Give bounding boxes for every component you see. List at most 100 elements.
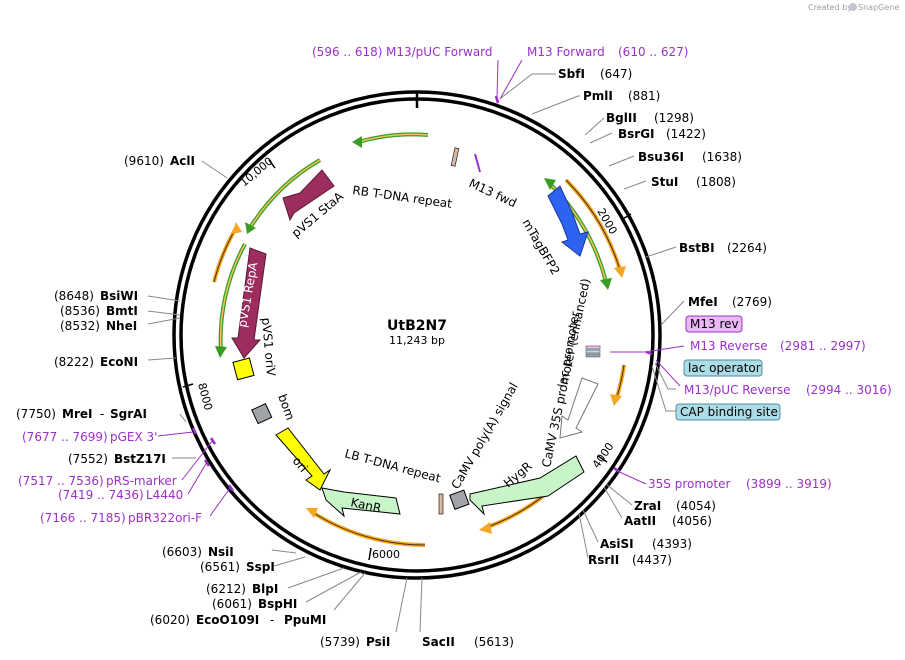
- enzyme-bstz17i: BstZ17I: [114, 452, 166, 466]
- enzyme-asisi: AsiSI: [600, 537, 634, 551]
- primer-m13-reverse: M13 Reverse: [690, 339, 768, 353]
- svg-text:8000: 8000: [195, 381, 215, 411]
- enzyme-zrai: ZraI: [634, 499, 661, 513]
- enzyme-nhei: NheI: [106, 319, 137, 333]
- enzyme-sacii-pos: (5613): [474, 635, 514, 649]
- label-m13fwd: M13 fwd: [467, 176, 519, 210]
- enzyme-bsphi-pos: (6061): [212, 597, 252, 611]
- snapgene-logo-icon: [849, 3, 857, 11]
- enzyme-bglii-pos: (1298): [654, 111, 694, 125]
- label-cap-site: CAP binding site: [680, 405, 778, 419]
- enzyme-bstz17i-pos: (7552): [68, 452, 108, 466]
- enzyme-blpi: BlpI: [252, 582, 278, 596]
- enzyme-aatii: AatII: [624, 514, 656, 528]
- enzyme-acli-pos: (9610): [124, 154, 164, 168]
- feature-ori: [275, 427, 332, 491]
- outer-arrowheads: [215, 136, 626, 534]
- primer-35s: 35S promoter: [648, 477, 730, 491]
- label-kanr: KanR: [349, 495, 382, 515]
- feature-camv35s: [559, 377, 599, 439]
- enzyme-bstbi: BstBI: [679, 241, 715, 255]
- primer-m13puc-fwd-range: (596 .. 618): [312, 45, 382, 59]
- label-lb-repeat: LB T-DNA repeat: [343, 446, 442, 485]
- primer-35s-range: (3899 .. 3919): [746, 477, 832, 491]
- enzyme-bsu36i: Bsu36I: [638, 150, 684, 164]
- primer-l4440-range: (7419 .. 7436): [58, 488, 144, 502]
- enzyme-bsiwi: BsiWI: [100, 289, 138, 303]
- primer-m13-fwd: M13 Forward: [527, 45, 605, 59]
- feature-kanr: [321, 487, 401, 518]
- credit-brand: SnapGene: [858, 3, 899, 12]
- enzyme-rsrii: RsrII: [588, 553, 619, 567]
- enzyme-pmli-pos: (881): [628, 89, 660, 103]
- enzyme-ppumi: PpuMI: [284, 613, 326, 627]
- label-m13-rev: M13 rev: [690, 317, 739, 331]
- primer-m13puc-rev-range: (2994 .. 3016): [806, 383, 892, 397]
- enzyme-meri-pos: (7750): [16, 407, 56, 421]
- feature-pvs1-repa: [231, 247, 267, 359]
- feature-pvs1-oriv: [232, 357, 255, 381]
- box-m13-rev: [685, 315, 743, 333]
- svg-text:6000: 6000: [372, 548, 400, 561]
- feature-camv-polya: [449, 489, 470, 510]
- label-pvs1-oriv: pVS1 oriV: [259, 317, 278, 377]
- primer-pbr-range: (7166 .. 7185): [40, 511, 126, 525]
- enzyme-sspi: SspI: [246, 560, 275, 574]
- label-mtagbfp2: mTagBFP2: [519, 217, 562, 278]
- enzyme-mfei-pos: (2769): [732, 295, 772, 309]
- feature-pvs1-staa: [282, 169, 335, 222]
- enzyme-psti: PsiI: [366, 635, 390, 649]
- feature-rb-repeat: [450, 147, 460, 167]
- plasmid-name: UtB2N7: [387, 318, 447, 334]
- enzyme-acli: AclI: [170, 154, 195, 168]
- plasmid-length: 11,243 bp: [389, 334, 445, 347]
- primer-leaders: [157, 59, 685, 517]
- box-cap-site: [675, 403, 781, 421]
- primer-prs-range: (7517 .. 7536): [18, 474, 104, 488]
- enzyme-sbfi-pos: (647): [600, 67, 632, 81]
- enzyme-pmli: PmlI: [583, 89, 613, 103]
- feature-lb-repeat: [438, 493, 444, 515]
- enzyme-bsrgi-pos: (1422): [666, 127, 706, 141]
- enzyme-mfei: MfeI: [688, 295, 718, 309]
- primer-m13-reverse-range: (2981 .. 2997): [780, 339, 866, 353]
- enzyme-nhei-pos: (8532): [60, 319, 100, 333]
- enzyme-bglii: BglII: [606, 111, 637, 125]
- feature-hygr: [469, 455, 585, 516]
- enzyme-dash-1: -: [270, 613, 274, 627]
- enzyme-dash-2: -: [100, 407, 104, 421]
- enzyme-bsiwi-pos: (8648): [54, 289, 94, 303]
- primer-m13puc-rev: M13/pUC Reverse: [684, 383, 791, 397]
- enzyme-asisi-pos: (4393): [652, 537, 692, 551]
- enzyme-nsii-pos: (6603): [162, 545, 202, 559]
- box-lac-operator: [683, 359, 763, 377]
- enzyme-stui-pos: (1808): [696, 175, 736, 189]
- primer-l4440: L4440: [146, 488, 183, 502]
- feature-bom: [251, 403, 273, 425]
- enzyme-econi-pos: (8222): [54, 355, 94, 369]
- enzyme-ecoo109i: EcoO109I: [196, 613, 259, 627]
- enzyme-econi: EcoNI: [100, 355, 138, 369]
- primer-m13puc-fwd: M13/pUC Forward: [386, 45, 493, 59]
- primer-pgex3-range: (7677 .. 7699): [22, 430, 108, 444]
- feature-lac-stack: [585, 345, 601, 358]
- primer-prs: pRS-marker: [106, 474, 177, 488]
- primer-pbr: pBR322ori-F: [128, 511, 202, 525]
- primer-marks: [191, 95, 653, 492]
- enzyme-ecoo109i-pos: (6020): [150, 613, 190, 627]
- enzyme-bsu36i-pos: (1638): [702, 150, 742, 164]
- enzyme-psti-pos: (5739): [320, 635, 360, 649]
- enzyme-sbfi: SbfI: [558, 67, 585, 81]
- label-rb-repeat: RB T-DNA repeat: [352, 183, 454, 211]
- enzyme-sspi-pos: (6561): [200, 560, 240, 574]
- primer-pgex3: pGEX 3': [110, 430, 157, 444]
- leader-lines: [147, 73, 685, 633]
- credit-prefix: Created by: [808, 3, 852, 12]
- label-lac-operator: lac operator: [688, 361, 761, 375]
- enzyme-bmti-pos: (8536): [60, 304, 100, 318]
- primer-m13-fwd-range: (610 .. 627): [618, 45, 688, 59]
- enzyme-zrai-pos: (4054): [676, 499, 716, 513]
- enzyme-blpi-pos: (6212): [206, 582, 246, 596]
- tick-6000: 6000: [368, 547, 400, 561]
